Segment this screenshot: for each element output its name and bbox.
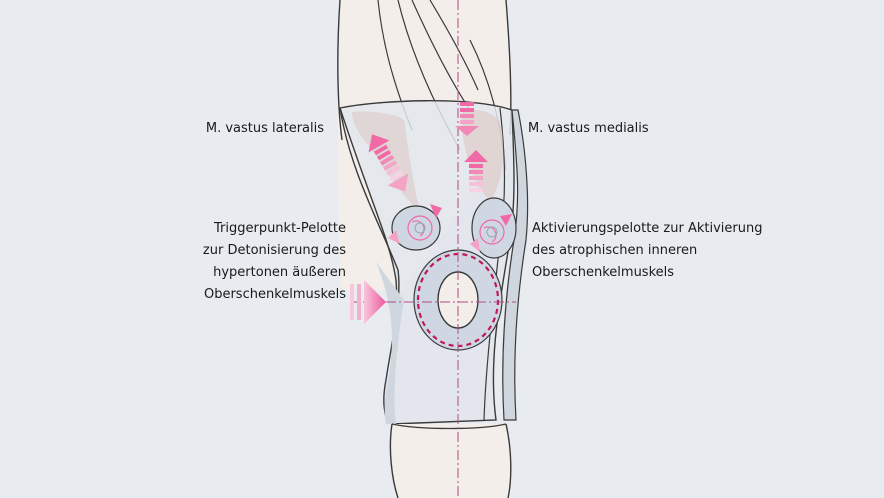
- right-arrow-icon: [350, 280, 386, 324]
- label-line: Oberschenkelmuskels: [203, 287, 346, 302]
- label-line: zur Detonisierung des: [202, 243, 346, 258]
- label-vastus-medialis: M. vastus medialis: [528, 121, 649, 136]
- small-arrow: [500, 214, 512, 226]
- small-arrow: [388, 230, 400, 244]
- small-arrow: [470, 238, 480, 252]
- patella-ring: [413, 249, 503, 351]
- label-line: Oberschenkelmuskels: [532, 265, 675, 280]
- small-arrow: [430, 204, 442, 218]
- lower-leg: [391, 424, 511, 498]
- label-line: des atrophischen inneren: [532, 243, 698, 258]
- label-line: hypertonen äußeren: [213, 265, 346, 280]
- label-line: Triggerpunkt-Pelotte: [213, 221, 346, 236]
- brace-right-strip: [502, 109, 529, 421]
- trigger-pelotte-shape: [391, 205, 441, 251]
- up-down-arrow-icon: [455, 102, 488, 192]
- label-trigger-pelotte: Triggerpunkt-Pelotte zur Detonisierung d…: [203, 218, 346, 306]
- medial-muscle-region: [462, 109, 504, 200]
- label-vastus-lateralis: M. vastus lateralis: [205, 121, 324, 136]
- brace-left-strip: [376, 262, 404, 424]
- label-line: Aktivierungspelotte zur Aktivierung: [532, 221, 763, 236]
- activation-pelotte-shape: [471, 197, 517, 259]
- label-activation-pelotte: Aktivierungspelotte zur Aktivierung des …: [532, 218, 762, 284]
- double-arrow-diagonal-icon: [368, 134, 409, 192]
- thigh-outline-left: [337, 0, 343, 141]
